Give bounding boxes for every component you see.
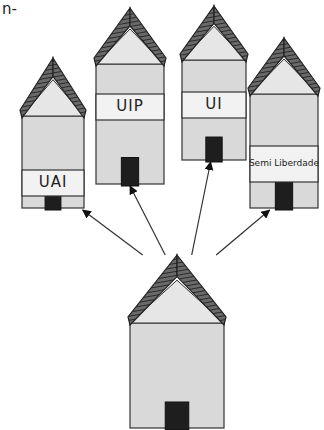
house-sign-text: UIP bbox=[94, 94, 166, 120]
house-outline bbox=[248, 38, 320, 210]
house-door bbox=[165, 402, 189, 430]
house-wall bbox=[22, 116, 84, 208]
house-door bbox=[275, 182, 292, 210]
roof-panel bbox=[94, 8, 130, 66]
cropped-text: n- bbox=[2, 0, 17, 18]
roof-panel bbox=[177, 255, 226, 325]
house-door bbox=[206, 137, 222, 162]
house-sign-text: Semi Liberdade bbox=[248, 146, 320, 182]
house-outline bbox=[128, 255, 226, 430]
roof-panel bbox=[180, 6, 214, 62]
roof-panel bbox=[284, 38, 320, 96]
roof-panel bbox=[20, 58, 53, 118]
house-sign-text: UAI bbox=[20, 170, 86, 196]
roof-panel bbox=[128, 255, 177, 325]
arrow-connector bbox=[216, 210, 269, 255]
arrow-connector bbox=[130, 186, 165, 255]
house-box: UIP bbox=[94, 8, 166, 186]
roof-panel bbox=[130, 8, 166, 66]
house-box bbox=[128, 255, 226, 430]
roof-panel bbox=[214, 6, 248, 62]
arrow-connector bbox=[83, 210, 143, 255]
house-box: UI bbox=[180, 6, 248, 162]
house-outline bbox=[180, 6, 248, 162]
house-box: UAI bbox=[20, 58, 86, 210]
roof-panel bbox=[248, 38, 284, 96]
arrow-connector bbox=[192, 162, 211, 255]
house-door bbox=[121, 158, 138, 186]
house-box: Semi Liberdade bbox=[248, 38, 320, 210]
house-sign-text: UI bbox=[180, 92, 248, 118]
house-outline bbox=[94, 8, 166, 186]
roof-panel bbox=[53, 58, 86, 118]
